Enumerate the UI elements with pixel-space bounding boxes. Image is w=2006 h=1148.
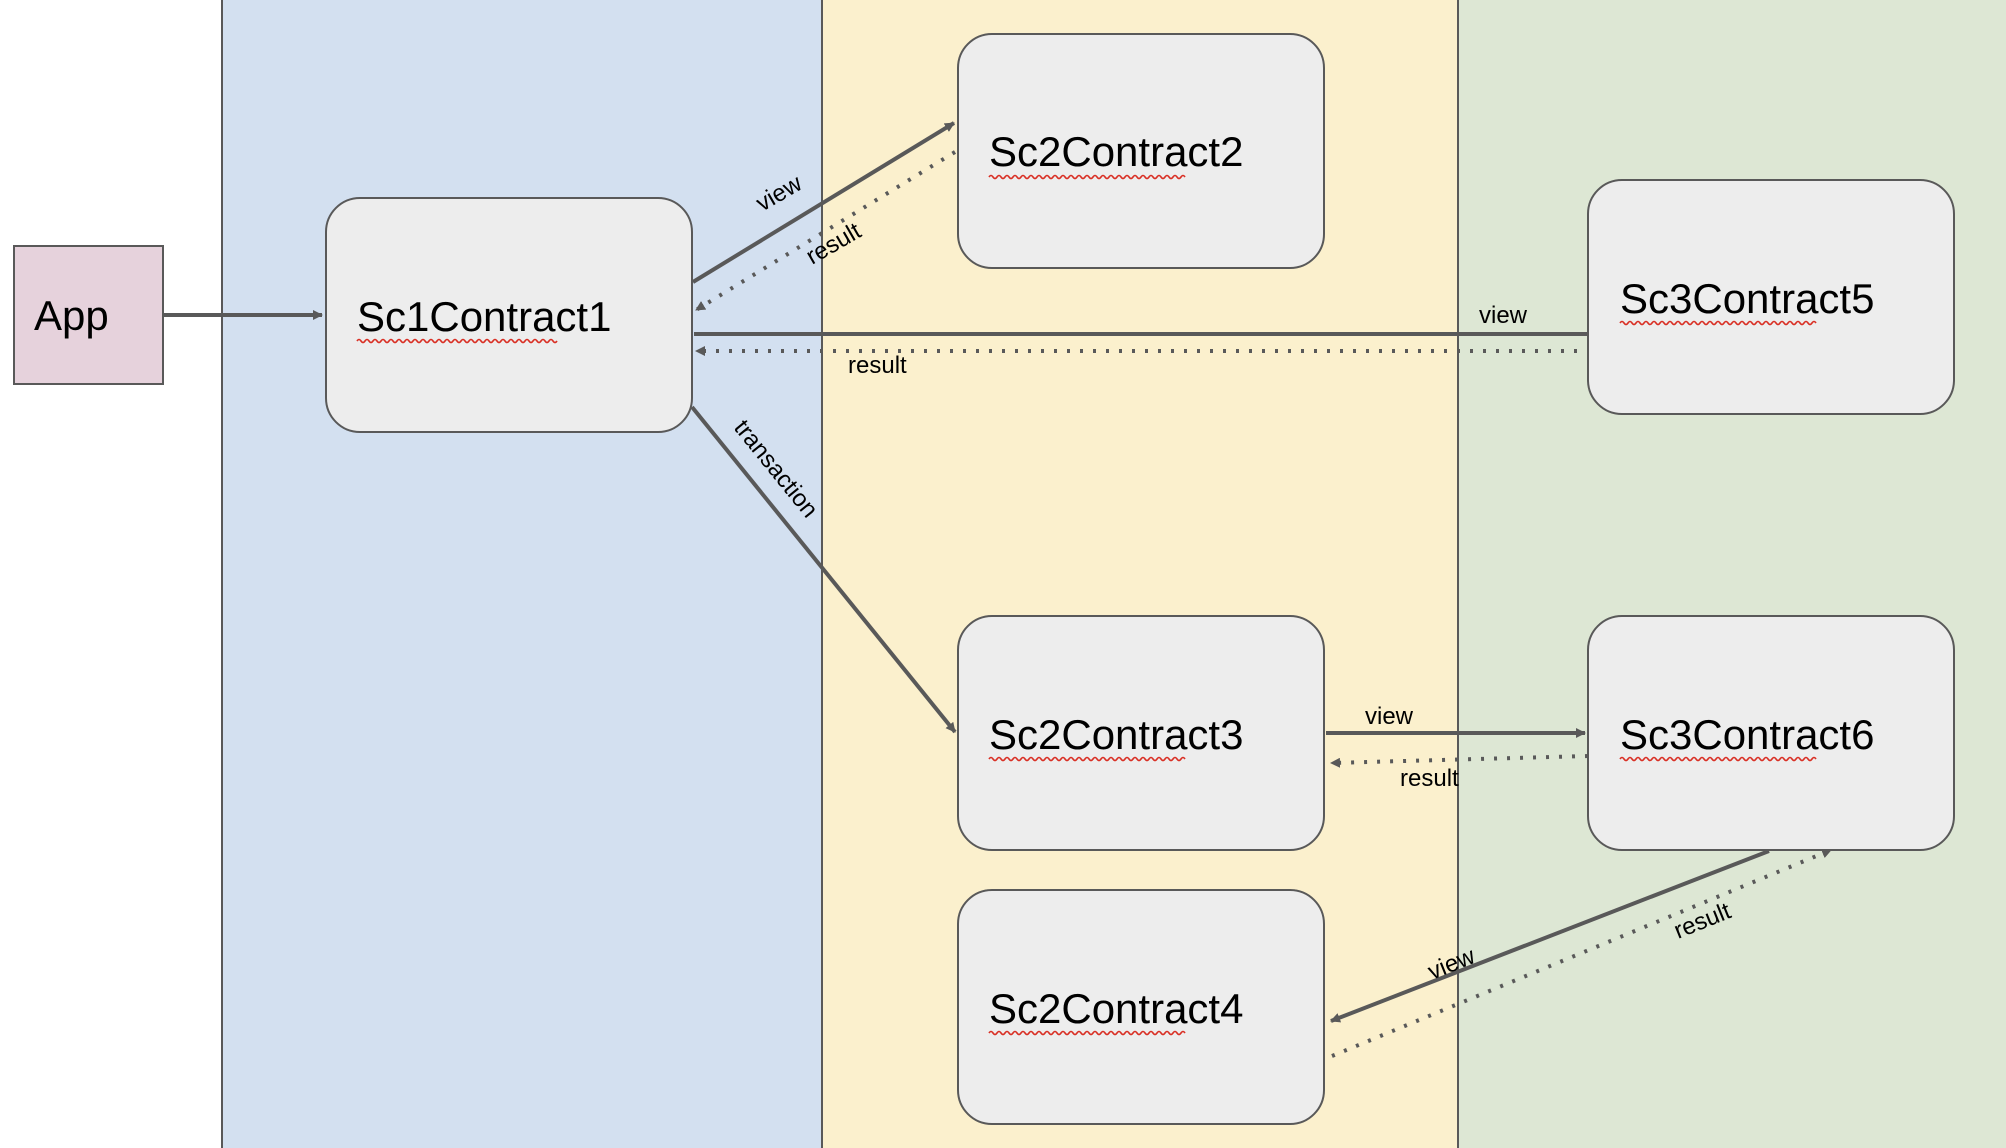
edge-sc1c1-view-sc2c2: [691, 121, 956, 284]
node-sc3contract6-label: Sc3Contract6: [1620, 711, 1874, 758]
spellcheck-underline: [1619, 320, 1817, 326]
spellcheck-underline: [988, 174, 1186, 180]
node-sc2contract4[interactable]: Sc2Contract4: [957, 889, 1325, 1125]
spellcheck-underline: [988, 756, 1186, 762]
edge-sc3c6-view-sc2c4: [1330, 849, 1770, 1023]
spellcheck-underline: [988, 1030, 1186, 1036]
node-sc3contract5[interactable]: Sc3Contract5: [1587, 179, 1955, 415]
edge-label-result-sc3c6: result: [1400, 765, 1459, 792]
node-sc3contract6[interactable]: Sc3Contract6: [1587, 615, 1955, 851]
node-app-label: App: [34, 292, 109, 339]
node-sc3contract5-label: Sc3Contract5: [1620, 275, 1874, 322]
node-sc2contract2[interactable]: Sc2Contract2: [957, 33, 1325, 269]
lane-sc1: [221, 0, 823, 1148]
node-app[interactable]: App: [13, 245, 164, 385]
node-sc1contract1-label: Sc1Contract1: [357, 293, 611, 340]
node-sc2contract4-label: Sc2Contract4: [989, 985, 1243, 1032]
node-sc2contract3[interactable]: Sc2Contract3: [957, 615, 1325, 851]
spellcheck-underline: [1619, 756, 1817, 762]
lane-sc3: [1457, 0, 2006, 1148]
edge-sc1c1-transaction-sc2c3: [690, 405, 957, 734]
spellcheck-underline: [356, 338, 558, 344]
node-sc2contract2-label: Sc2Contract2: [989, 128, 1243, 175]
node-sc2contract3-label: Sc2Contract3: [989, 711, 1243, 758]
edge-label-view-sc3c6: view: [1365, 703, 1414, 730]
edge-label-view-sc3c5: view: [1479, 302, 1528, 329]
edge-label-result-sc3c5: result: [848, 352, 907, 379]
node-sc1contract1[interactable]: Sc1Contract1: [325, 197, 693, 433]
